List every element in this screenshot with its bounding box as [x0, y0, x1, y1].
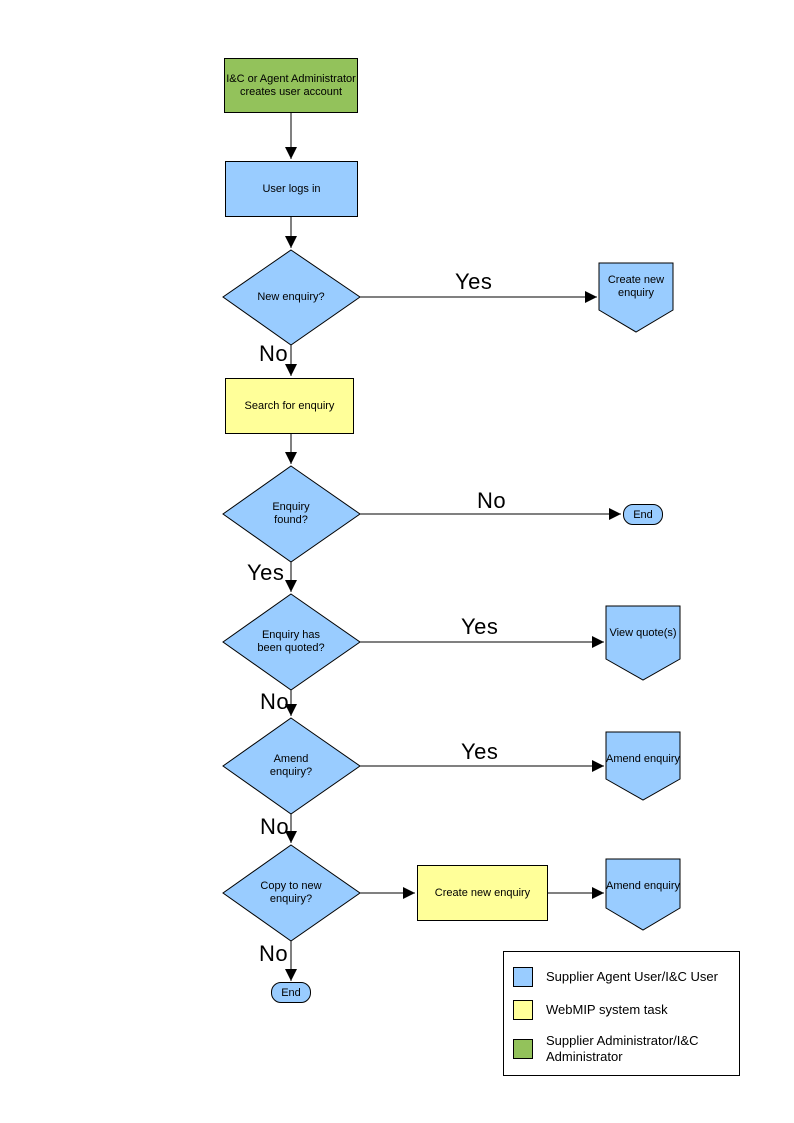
decision-new-enquiry-shape	[222, 249, 361, 346]
offpage-amend-enquiry-2-label: Amend enquiry	[606, 879, 680, 892]
edge-label-copy-no: No	[259, 941, 289, 966]
decision-enquiry-found-label: Enquiry found?	[272, 501, 310, 526]
decision-enquiry-quoted-shape	[222, 593, 361, 691]
edge-label-quoted-yes: Yes	[461, 614, 499, 639]
node-create-new-enquiry-task-label: Create new enquiry	[434, 886, 531, 899]
edge-label-newenquiry-yes: Yes	[455, 269, 493, 294]
terminator-end-2-label: End	[281, 986, 301, 999]
decision-enquiry-quoted-label: Enquiry has been quoted?	[257, 629, 325, 654]
terminator-end-1-label: End	[633, 508, 653, 521]
node-admin-creates-account: I&C or Agent Administrator creates user …	[224, 58, 358, 113]
offpage-create-new-enquiry-shape	[598, 262, 674, 333]
edge-label-amend-no: No	[260, 814, 290, 839]
node-search-for-enquiry: Search for enquiry	[225, 378, 354, 434]
connector-lines	[285, 113, 621, 981]
terminator-end-2: End	[271, 982, 311, 1003]
legend-swatch-blue	[513, 967, 533, 987]
decision-copy-to-new-label: Copy to new enquiry?	[260, 880, 322, 905]
offpage-amend-enquiry-1-label: Amend enquiry	[606, 752, 680, 765]
edge-label-found-no: No	[477, 488, 507, 513]
decision-enquiry-found-shape	[222, 465, 361, 563]
node-user-logs-in-label: User logs in	[262, 182, 321, 195]
legend-swatch-yellow	[513, 1000, 533, 1020]
decision-copy-to-new-shape	[222, 844, 361, 942]
legend-row-administrator: Supplier Administrator/I&C Administrator	[513, 1033, 730, 1064]
legend-row-user: Supplier Agent User/I&C User	[513, 967, 730, 987]
offpage-view-quotes-shape	[605, 605, 681, 681]
legend-swatch-green	[513, 1038, 533, 1059]
legend-label-system-task: WebMIP system task	[546, 1002, 668, 1018]
offpage-view-quotes-label: View quote(s)	[609, 626, 677, 639]
edge-label-found-yes: Yes	[247, 560, 285, 585]
legend-label-administrator: Supplier Administrator/I&C Administrator	[546, 1033, 699, 1064]
terminator-end-1: End	[623, 504, 663, 525]
edge-label-newenquiry-no: No	[259, 341, 289, 366]
edge-label-amend-yes: Yes	[461, 739, 499, 764]
decision-amend-enquiry-shape	[222, 717, 361, 815]
node-create-new-enquiry-task: Create new enquiry	[417, 865, 548, 921]
legend-label-user: Supplier Agent User/I&C User	[546, 969, 718, 985]
offpage-amend-enquiry-2-shape	[605, 858, 681, 931]
node-user-logs-in: User logs in	[225, 161, 358, 217]
offpage-amend-enquiry-1-shape	[605, 731, 681, 801]
legend-box: Supplier Agent User/I&C User WebMIP syst…	[503, 951, 740, 1076]
offpage-create-new-enquiry-label: Create new enquiry	[607, 274, 665, 299]
edge-label-quoted-no: No	[260, 689, 290, 714]
decision-new-enquiry-label: New enquiry?	[257, 290, 325, 303]
decision-amend-enquiry-label: Amend enquiry?	[269, 753, 313, 778]
node-search-for-enquiry-label: Search for enquiry	[244, 399, 335, 412]
node-admin-creates-account-label: I&C or Agent Administrator creates user …	[226, 72, 356, 98]
legend-row-system-task: WebMIP system task	[513, 1000, 730, 1020]
